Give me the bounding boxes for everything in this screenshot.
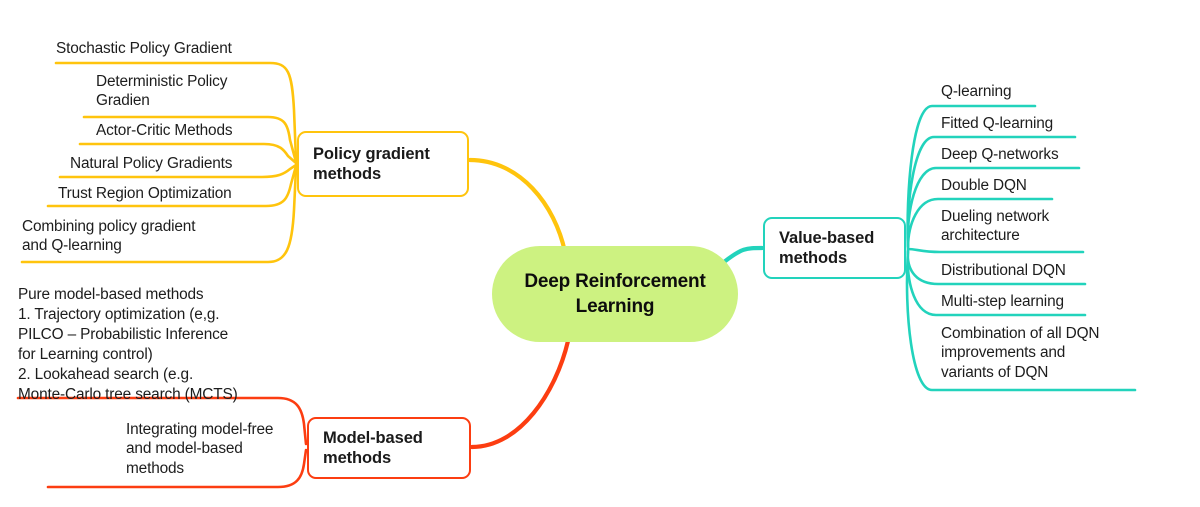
trunk-value-based xyxy=(721,245,765,265)
leaf-double-dqn[interactable]: Double DQN xyxy=(941,177,1027,194)
leaf-pure-model-based-methods[interactable]: Pure model-based methods 1. Trajectory o… xyxy=(18,286,238,404)
leaf-fitted-q-learning[interactable]: Fitted Q-learning xyxy=(941,115,1054,132)
trunk-policy-gradient xyxy=(467,157,568,255)
leaf-multi-step-learning[interactable]: Multi-step learning xyxy=(941,293,1064,310)
root-node-deep-reinforcement-learning[interactable]: Deep Reinforcement Learning xyxy=(492,246,738,342)
branch-node-policy-gradient-methods[interactable]: Policy gradient methods xyxy=(297,131,469,197)
trunk-model-based xyxy=(469,338,571,450)
leaf-actor-critic-methods[interactable]: Actor-Critic Methods xyxy=(96,122,233,139)
leaf-dueling-network-architecture[interactable]: Dueling network architecture xyxy=(941,208,1050,245)
leaf-q-learning[interactable]: Q-learning xyxy=(941,83,1012,100)
leaf-natural-policy-gradients[interactable]: Natural Policy Gradients xyxy=(70,155,233,172)
leaf-trust-region-optimization[interactable]: Trust Region Optimization xyxy=(58,185,232,202)
leaf-stochastic-policy-gradient[interactable]: Stochastic Policy Gradient xyxy=(56,40,232,57)
leaf-integrating-model-free-and-model-based-methods[interactable]: Integrating model-free and model-based m… xyxy=(126,421,274,477)
branch-node-value-based-methods[interactable]: Value-based methods xyxy=(763,217,906,279)
leaf-combining-policy-gradient-and-q-learning[interactable]: Combining policy gradient and Q-learning xyxy=(22,218,196,255)
branch-node-model-based-methods[interactable]: Model-based methods xyxy=(307,417,471,479)
leaf-wire-dueling-network-architecture xyxy=(906,247,1085,254)
leaf-deterministic-policy-gradien[interactable]: Deterministic Policy Gradien xyxy=(96,73,228,110)
leaf-deep-q-networks[interactable]: Deep Q-networks xyxy=(941,146,1059,163)
leaf-distributional-dqn[interactable]: Distributional DQN xyxy=(941,262,1066,279)
leaf-combination-of-all-dqn-improvements-and-variants-of-dqn[interactable]: Combination of all DQN improvements and … xyxy=(941,325,1100,381)
